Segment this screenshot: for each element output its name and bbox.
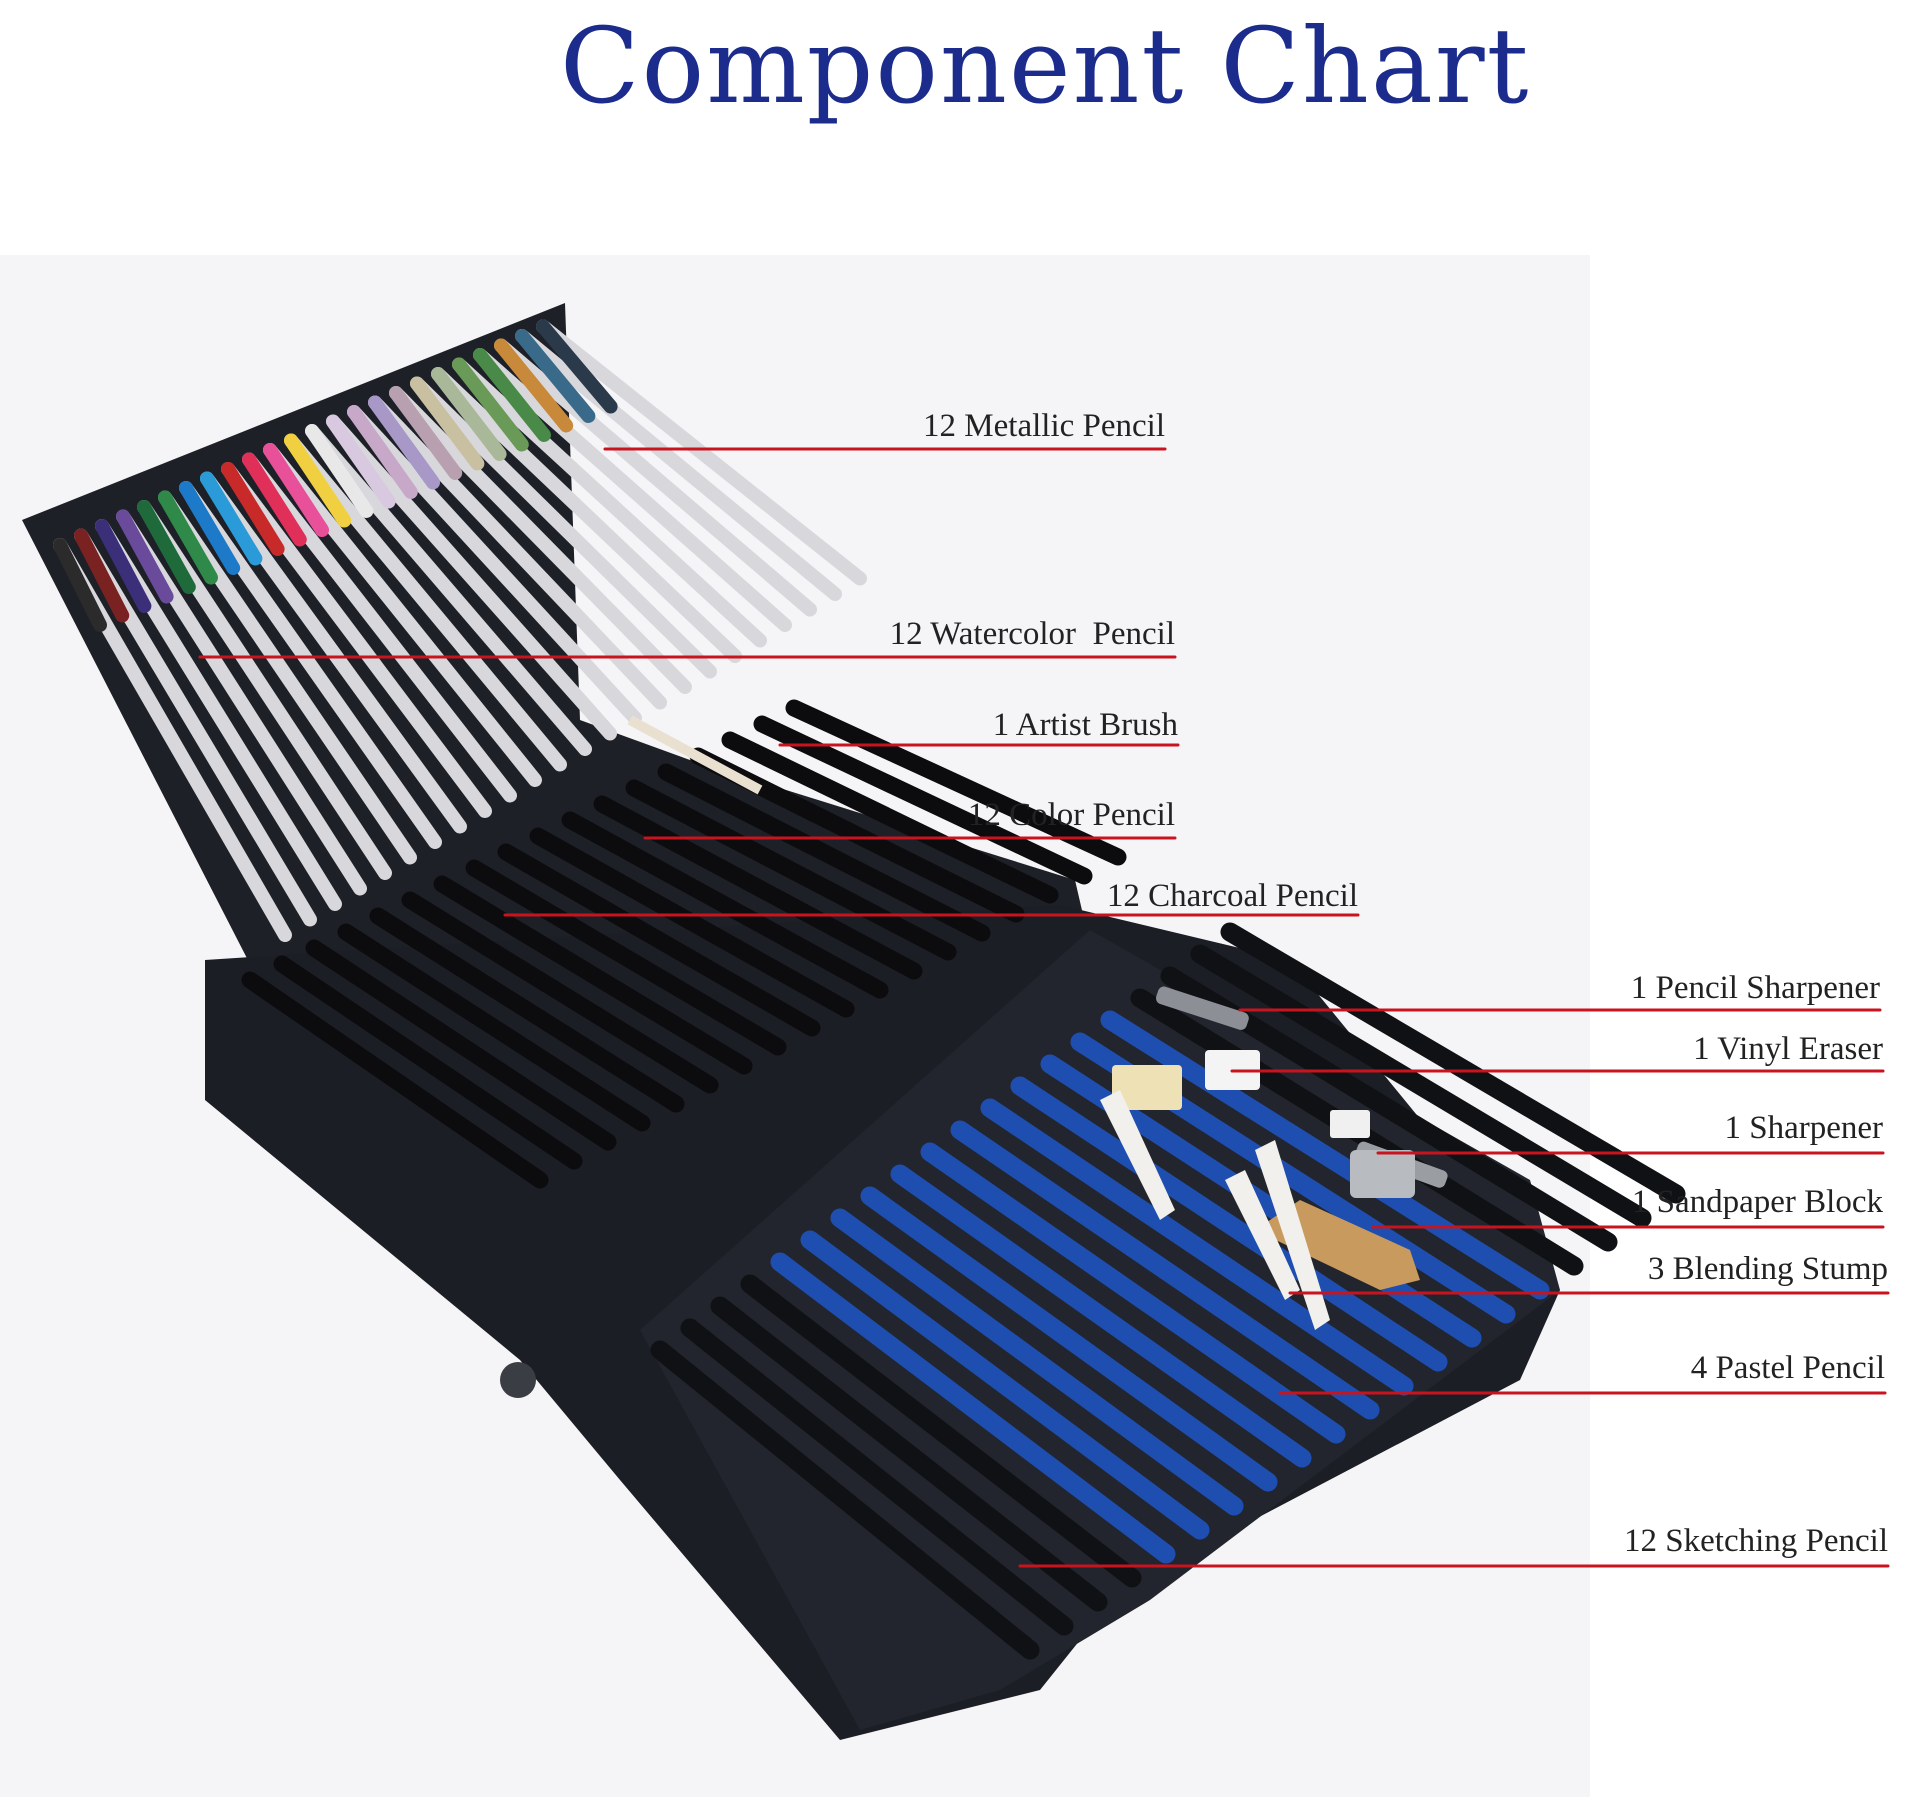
label-sandpaper: 1 Sandpaper Block <box>1631 1184 1883 1220</box>
pencil-top <box>263 443 329 537</box>
pencil-body <box>452 357 767 648</box>
blending-stump-2 <box>1225 1170 1300 1300</box>
charcoal-pencil <box>305 939 617 1151</box>
pencil-top <box>515 329 596 423</box>
sketch-pencil <box>1190 944 1652 1228</box>
charcoal-pencil <box>721 731 1059 904</box>
blending-stump-1 <box>1255 1140 1330 1330</box>
label-pencil-sharpener: 1 Pencil Sharpener <box>1630 970 1880 1006</box>
pencil-top <box>74 528 130 623</box>
pencil-top <box>137 500 196 594</box>
small-eraser <box>1330 1110 1370 1138</box>
pencil-top <box>200 471 263 566</box>
sketch-pencil <box>920 1142 1346 1444</box>
pencil-top <box>53 538 107 632</box>
pencil-top <box>221 462 285 556</box>
label-blending: 3 Blending Stump <box>1647 1251 1888 1287</box>
sketch-pencil <box>770 1252 1176 1564</box>
zipper-pull <box>500 1362 536 1398</box>
label-metallic: 12 Metallic Pencil <box>923 408 1165 444</box>
pencil-body <box>473 348 792 632</box>
label-charcoal: 12 Charcoal Pencil <box>1106 878 1358 914</box>
sketch-pencil <box>980 1098 1414 1396</box>
pencil-body <box>284 433 567 772</box>
sketch-pencil <box>860 1186 1278 1492</box>
pencil-top <box>431 367 507 461</box>
pencil-top <box>347 405 418 499</box>
charcoal-pencil <box>433 875 753 1075</box>
pencil-top <box>242 452 307 547</box>
charcoal-pencil <box>561 811 889 999</box>
pencil-top <box>284 433 352 528</box>
pencil-body <box>410 376 717 679</box>
sketch-pencil <box>800 1230 1210 1540</box>
label-vinyl-eraser: 1 Vinyl Eraser <box>1693 1031 1883 1067</box>
pencil-top <box>473 348 551 442</box>
pencil-body <box>431 367 742 663</box>
lower-pencil-rows <box>241 699 1127 1189</box>
sketch-pencil <box>830 1208 1244 1516</box>
charcoal-pencil <box>497 843 821 1037</box>
sketch-pencil <box>1010 1076 1448 1372</box>
sharpener <box>1350 1150 1415 1198</box>
pencil-top <box>95 519 152 613</box>
sketch-pencil <box>740 1274 1142 1588</box>
sketch-pencil <box>1100 1010 1550 1300</box>
pencil-body <box>305 424 592 756</box>
pencil-body <box>389 386 692 694</box>
upper-pencil-rows <box>53 319 867 942</box>
sketch-pencil <box>890 1164 1312 1468</box>
label-watercolor: 12 Watercolor Pencil <box>889 616 1175 652</box>
pencil-body <box>368 395 667 710</box>
page-title: Component Chart <box>560 5 1531 127</box>
charcoal-pencil <box>529 827 855 1018</box>
pencil-top <box>326 414 396 509</box>
charcoal-pencil <box>241 971 549 1189</box>
blending-stump-3 <box>1100 1090 1175 1220</box>
pencil-top <box>305 424 374 518</box>
label-color: 12 Color Pencil <box>967 797 1175 833</box>
pencil-body <box>494 338 817 617</box>
pencil-top <box>389 386 463 480</box>
pencil-body <box>263 443 542 787</box>
charcoal-pencil <box>401 891 719 1094</box>
sandpaper-pad-top <box>1112 1065 1182 1110</box>
label-brush: 1 Artist Brush <box>992 707 1178 743</box>
pencil-sharpener <box>1155 986 1249 1030</box>
charcoal-pencil <box>785 699 1127 866</box>
charcoal-pencil <box>465 859 787 1056</box>
pencil-top <box>452 357 529 452</box>
charcoal-pencil <box>273 955 583 1170</box>
pencil-body <box>326 414 617 741</box>
artist-brush <box>627 715 763 795</box>
sketch-pencil <box>710 1296 1108 1612</box>
label-sharpener: 1 Sharpener <box>1724 1110 1883 1146</box>
sketch-pencil <box>680 1318 1074 1636</box>
charcoal-pencil <box>337 923 651 1132</box>
charcoal-pencil <box>593 795 923 980</box>
pencil-body <box>515 329 842 601</box>
pencil-top <box>116 509 174 604</box>
pencil-top <box>179 481 241 575</box>
leader-lines <box>198 447 1890 1568</box>
charcoal-pencil <box>753 715 1093 885</box>
pencil-top <box>494 338 574 433</box>
label-sketching: 12 Sketching Pencil <box>1624 1523 1888 1559</box>
label-pastel: 4 Pastel Pencil <box>1690 1350 1885 1386</box>
pencil-body <box>536 319 867 586</box>
pencil-top <box>536 319 618 414</box>
pencil-body <box>347 405 642 725</box>
charcoal-pencil <box>657 763 991 942</box>
sketch-pencil <box>650 1340 1040 1660</box>
charcoal-pencil <box>369 907 685 1113</box>
pencil-top <box>410 376 485 471</box>
pencil-top <box>158 490 218 585</box>
charcoal-pencil <box>625 779 957 961</box>
sketch-pencil <box>1220 922 1686 1204</box>
pencil-top <box>368 395 440 490</box>
sketch-pencil <box>950 1120 1380 1420</box>
